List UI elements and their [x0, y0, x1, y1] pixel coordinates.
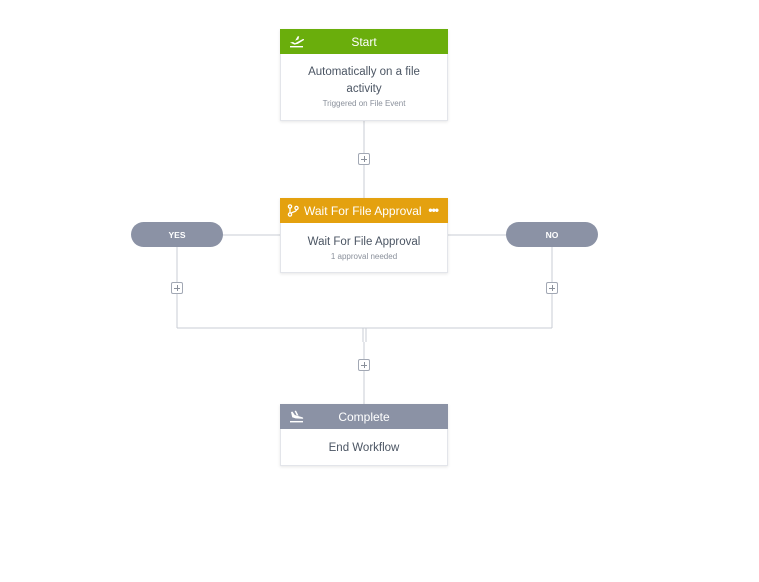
add-step-after-start-button[interactable]: [358, 153, 370, 165]
wait-approval-node-title: Wait For File Approval: [304, 203, 422, 218]
start-node-description: Automatically on a file activity: [308, 66, 420, 95]
complete-node-description: End Workflow: [328, 442, 400, 454]
complete-node[interactable]: Complete End Workflow: [280, 404, 448, 466]
add-step-no-branch-button[interactable]: [546, 282, 558, 294]
start-node[interactable]: Start Automatically on a file activity T…: [280, 29, 448, 121]
wait-approval-node-header: Wait For File Approval •••: [280, 198, 448, 223]
add-step-yes-branch-button[interactable]: [171, 282, 183, 294]
no-branch-label: NO: [545, 229, 559, 240]
plane-takeoff-icon: [290, 36, 305, 48]
complete-node-header: Complete: [280, 404, 448, 429]
start-node-header: Start: [280, 29, 448, 54]
plane-landing-icon: [290, 410, 304, 423]
yes-branch-label: YES: [168, 229, 186, 240]
wait-approval-node-subtitle: 1 approval needed: [330, 252, 398, 261]
no-branch-pill[interactable]: NO: [506, 222, 598, 247]
node-menu-button[interactable]: •••: [428, 203, 439, 217]
add-step-before-complete-button[interactable]: [358, 359, 370, 371]
yes-branch-pill[interactable]: YES: [131, 222, 223, 247]
wait-approval-node-description: Wait For File Approval: [307, 236, 421, 248]
complete-node-title: Complete: [338, 409, 390, 424]
start-node-title: Start: [351, 34, 377, 49]
wait-approval-node[interactable]: Wait For File Approval ••• Wait For File…: [280, 198, 448, 273]
branch-icon: [287, 204, 299, 217]
start-node-subtitle: Triggered on File Event: [322, 99, 406, 108]
